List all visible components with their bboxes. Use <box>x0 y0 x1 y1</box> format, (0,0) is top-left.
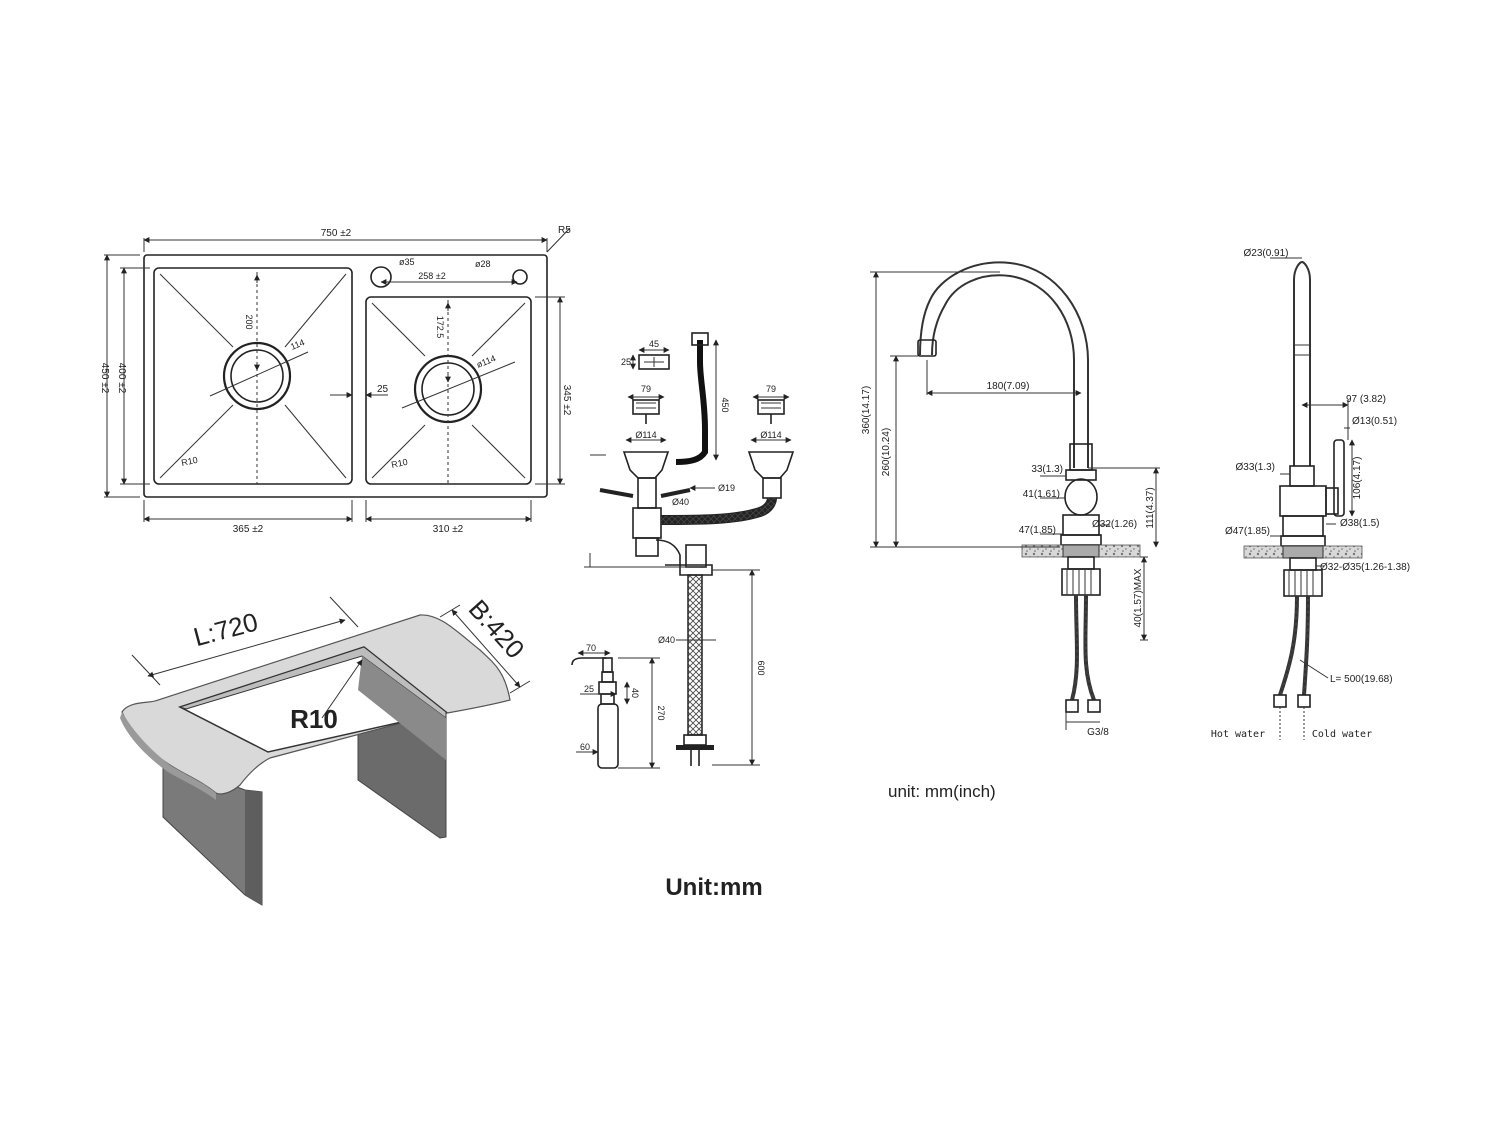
branch-dia-label: Ø40 <box>672 497 689 507</box>
front-dim-111-label: 111(4.37) <box>1145 487 1156 528</box>
side-dim-38-label: Ø38(1.5) <box>1340 518 1379 529</box>
front-dim-32-label: Ø32(1.26) <box>1092 519 1137 530</box>
faucet-handle-body <box>1064 478 1098 516</box>
side-hose-length-label: L= 500(19.68) <box>1330 674 1393 685</box>
reach-label: 180(7.09) <box>987 381 1030 392</box>
left-drain-offset-label: 200 <box>244 314 254 329</box>
overflow-height-label: 25 <box>621 357 631 367</box>
drain-kit-drawing: 45 25 450 79 Ø114 79 Ø114 <box>584 332 795 766</box>
corner-radius-label: R5 <box>558 225 571 236</box>
tap-hole-right <box>512 269 528 285</box>
side-dim-13-label: Ø13(0.51) <box>1352 416 1397 427</box>
hole-spacing-label: 258 ±2 <box>418 271 445 281</box>
front-dim-max-label: 40(1.57)MAX <box>1133 568 1144 627</box>
hole-right-label: ø28 <box>475 259 491 269</box>
neck-width-label: 25 <box>584 684 594 694</box>
soap-dispenser-drawing: 70 25 40 270 60 <box>571 643 666 769</box>
drain-pipe <box>687 574 703 736</box>
left-bowl <box>153 267 353 485</box>
left-drain <box>222 341 292 411</box>
side-dim-106-label: 106(4.17) <box>1352 457 1363 500</box>
hot-water-label: Hot water <box>1211 729 1265 740</box>
side-dim-range-label: Ø32-Ø35(1.26-1.38) <box>1320 562 1410 573</box>
overflow-pipe-dia-label: Ø19 <box>718 483 735 493</box>
spout-tip <box>917 339 937 357</box>
side-handle <box>1333 439 1345 517</box>
left-bowl-radius-label: R10 <box>180 455 198 468</box>
front-dim-41-label: 41(1.61) <box>1023 489 1060 500</box>
connector-label: G3/8 <box>1087 727 1109 738</box>
overall-width-label: 750 ±2 <box>321 228 352 239</box>
front-dim-47-label: 47(1.85) <box>1019 525 1056 536</box>
faucet-unit-label: unit: mm(inch) <box>888 782 996 801</box>
faucet-front-view: 360(14.17) 260(10.24) 180(7.09) 33(1.3) … <box>861 261 1160 738</box>
side-dim-33-label: Ø33(1.3) <box>1236 462 1275 473</box>
sink-top-view: 750 ±2 R5 ø35 ø28 258 ±2 450 ±2 400 ±2 3… <box>99 225 572 535</box>
overflow-width-label: 45 <box>649 339 659 349</box>
left-bowl-width-label: 365 ±2 <box>233 524 264 535</box>
cutout-3d-view: L:720 B:420 R10 <box>120 594 531 906</box>
sink-outline <box>143 254 548 498</box>
overall-depth-label: 450 ±2 <box>99 363 110 394</box>
height-spout-label: 260(10.24) <box>881 428 892 476</box>
side-dim-47-label: Ø47(1.85) <box>1225 526 1270 537</box>
radius-label: R10 <box>290 704 338 734</box>
right-drain-offset-label: 172.5 <box>435 316 445 339</box>
tap-hole-left <box>370 266 392 288</box>
strainer-left-dia-label: Ø114 <box>635 430 656 440</box>
inner-depth-label: 400 ±2 <box>116 363 127 394</box>
strainer-left-top-label: 79 <box>641 384 651 394</box>
overflow-hose <box>675 340 708 465</box>
right-bowl-depth-label: 345 ±2 <box>561 385 572 416</box>
side-dim-97-label: 97 (3.82) <box>1346 394 1386 405</box>
soap-bottle <box>597 703 619 769</box>
right-bowl-width-label: 310 ±2 <box>433 524 464 535</box>
hole-left-label: ø35 <box>399 257 415 267</box>
unit-label: Unit:mm <box>665 874 762 901</box>
spout-length-label: 70 <box>586 643 596 653</box>
right-bowl <box>365 296 532 485</box>
strainer-right-top-label: 79 <box>766 384 776 394</box>
length-label: L:720 <box>190 606 261 652</box>
front-dim-33-label: 33(1.3) <box>1031 464 1063 475</box>
side-dim-23-label: Ø23(0.91) <box>1243 248 1288 259</box>
bottle-dia-label: 60 <box>580 742 590 752</box>
divider-width-label: 25 <box>377 384 389 395</box>
strainer-right-dia-label: Ø114 <box>760 430 781 440</box>
side-body <box>1279 485 1327 517</box>
right-bowl-radius-label: R10 <box>390 457 408 470</box>
drain-pipe-dia-label: Ø40 <box>658 635 675 645</box>
faucet-side-view: Ø23(0.91) 97 (3.82) Ø13(0.51) Ø33(1.3) 1… <box>1211 248 1410 740</box>
hose-length-label: 450 <box>720 397 730 412</box>
cold-water-label: Cold water <box>1312 729 1372 740</box>
total-height-label: 270 <box>656 705 666 720</box>
right-drain-dia-label: ø114 <box>475 353 497 370</box>
left-drain-dia-label: 114 <box>289 337 306 352</box>
height-total-label: 360(14.17) <box>861 386 872 434</box>
neck-height-label: 40 <box>630 688 640 698</box>
drain-length-label: 600 <box>756 660 766 675</box>
